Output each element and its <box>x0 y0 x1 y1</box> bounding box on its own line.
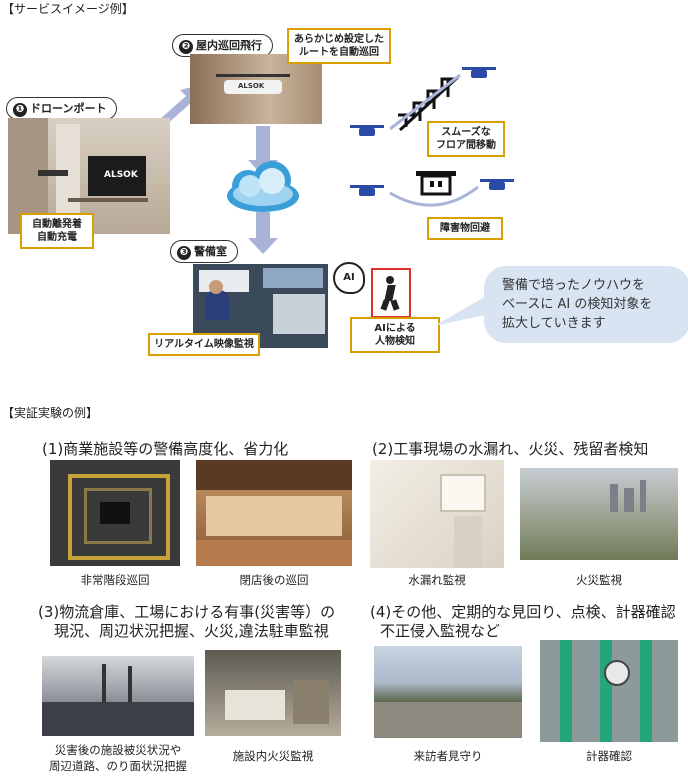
water-leak-caption: 水漏れ監視 <box>408 573 466 587</box>
speech-bubble: 警備で培ったノウハウを ベースに AI の検知対象を 拡大していきます <box>484 266 688 343</box>
stairs-caption: スムーズな フロア間移動 <box>427 121 505 157</box>
indoor-patrol-photo: ALSOK <box>190 54 322 124</box>
group-4-header-line2: 不正侵入監視など <box>380 622 501 640</box>
drone-illustrations <box>350 67 514 207</box>
drone-icon <box>350 67 514 196</box>
obstacle-caption: 障害物回避 <box>427 217 503 240</box>
group-3-header-line2: 現況、周辺状況把握、火災,違法駐車監視 <box>54 622 329 640</box>
drone-port-caption: 自動離発着 自動充電 <box>20 213 94 249</box>
after-hours-mall-caption: 閉店後の巡回 <box>239 573 309 587</box>
stairs-path-arrow <box>389 73 461 131</box>
group-4-header-line1: (4)その他、定期的な見回り、点検、計器確認 <box>370 603 676 621</box>
service-section-title: 【サービスイメージ例】 <box>2 2 134 16</box>
arrow-cloud-to-room <box>248 212 278 254</box>
group-3-header-line1: (3)物流倉庫、工場における有事(災害等）の <box>38 603 336 621</box>
emergency-stairs-photo <box>50 460 180 566</box>
obstacle-icon <box>416 171 456 196</box>
obstacle-path-arrow <box>389 185 479 207</box>
after-hours-mall-photo <box>196 460 352 566</box>
disaster-survey-photo <box>42 656 194 736</box>
person-detect-icon <box>371 268 411 318</box>
demo-section-title: 【実証実験の例】 <box>2 406 99 420</box>
cloud-icon <box>227 161 299 212</box>
facility-fire-photo <box>205 650 341 736</box>
visitor-watch-caption: 来訪者見守り <box>413 749 483 763</box>
ai-head-icon: AI <box>333 262 365 294</box>
facility-fire-caption: 施設内火災監視 <box>232 749 314 763</box>
bubble-tail <box>434 294 490 326</box>
visitor-watch-photo <box>374 646 522 738</box>
fire-monitor-photo <box>520 468 678 560</box>
gauge-check-photo <box>540 640 678 742</box>
security-room-caption: リアルタイム映像監視 <box>148 333 260 356</box>
disaster-survey-caption-line2: 周辺道路、のり面状況把握 <box>49 759 187 773</box>
drone-port-brand: ALSOK <box>104 170 138 180</box>
indoor-patrol-caption: あらかじめ設定した ルートを自動巡回 <box>287 28 391 64</box>
ai-detect-caption: AIによる 人物検知 <box>350 317 440 353</box>
fire-monitor-caption: 火災監視 <box>576 573 622 587</box>
water-leak-photo <box>370 460 504 568</box>
indoor-patrol-brand: ALSOK <box>238 82 265 90</box>
group-1-header: (1)商業施設等の警備高度化、省力化 <box>42 440 289 458</box>
group-2-header: (2)工事現場の水漏れ、火災、残留者検知 <box>372 440 649 458</box>
gauge-check-caption: 計器確認 <box>586 749 632 763</box>
disaster-survey-caption-line1: 災害後の施設被災状況や <box>54 743 182 757</box>
emergency-stairs-caption: 非常階段巡回 <box>80 573 150 587</box>
